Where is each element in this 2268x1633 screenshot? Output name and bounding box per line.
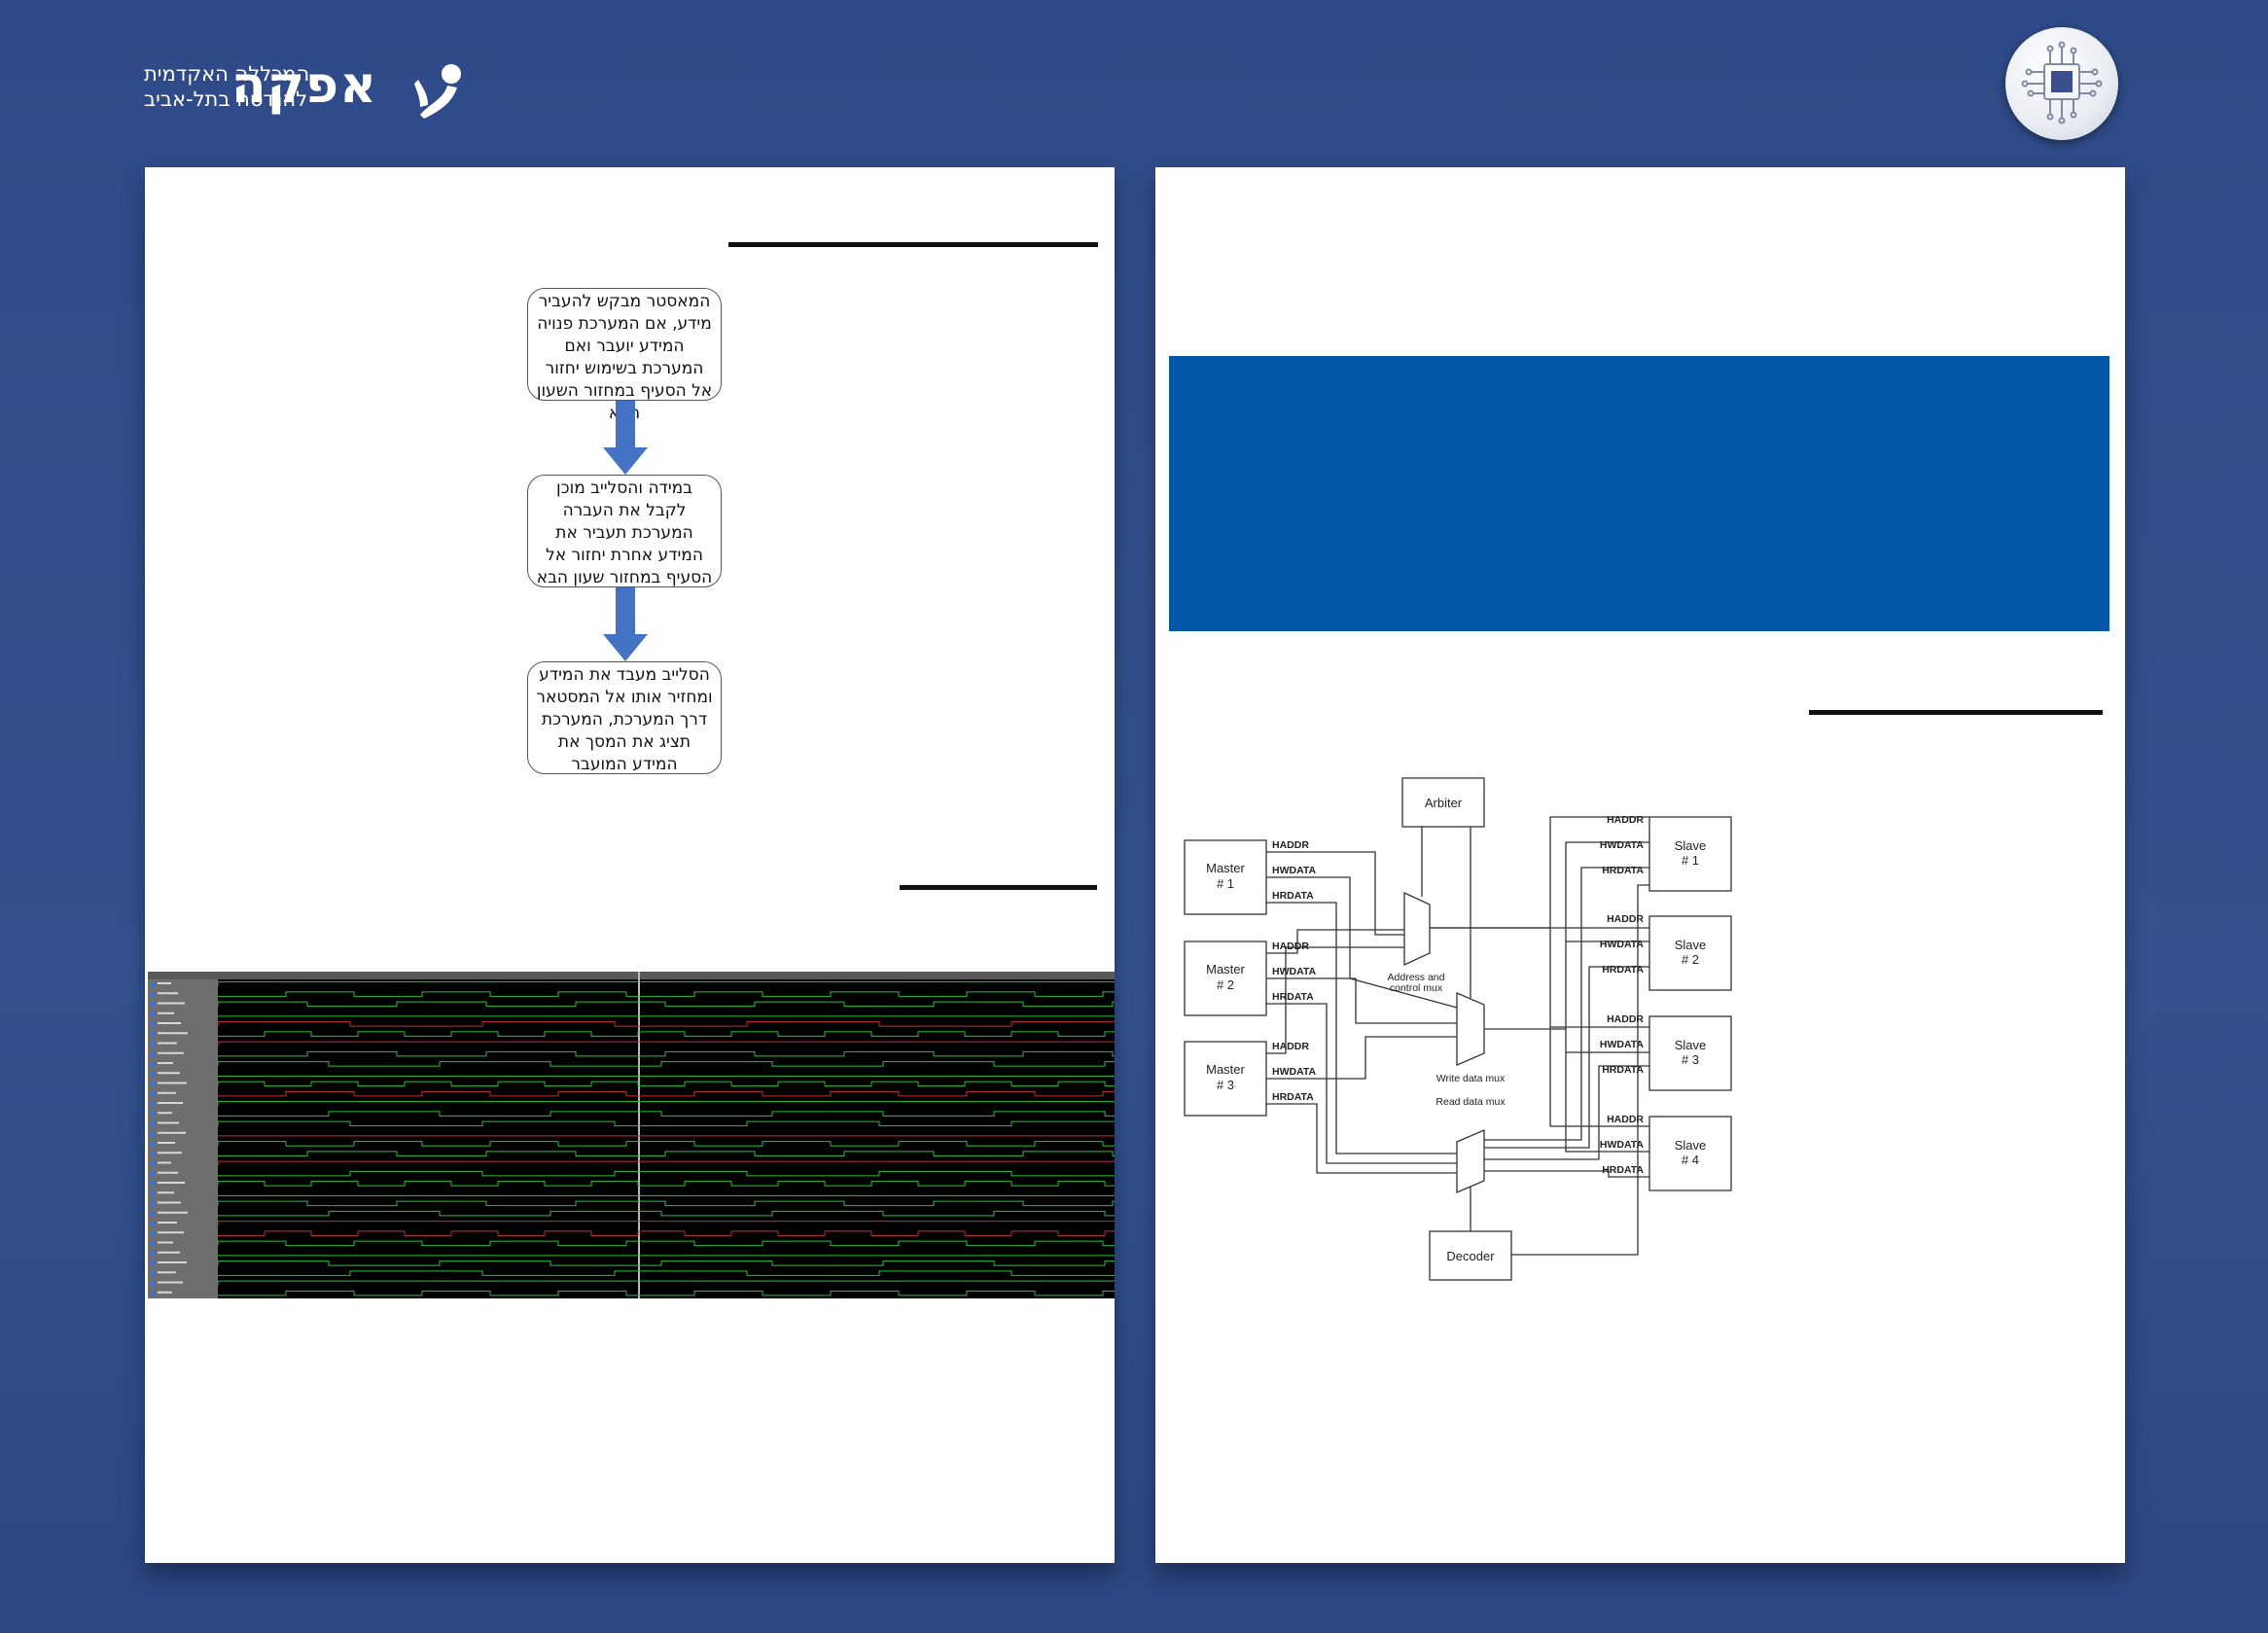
read-mux xyxy=(1456,1129,1485,1193)
slave-label: Slave xyxy=(1675,938,1707,952)
master-label: Master xyxy=(1206,962,1245,976)
arbiter-label: Arbiter xyxy=(1425,796,1463,810)
decoder-label: Decoder xyxy=(1446,1249,1495,1263)
master-num: # 3 xyxy=(1217,1078,1234,1092)
addr-mux-label: control mux xyxy=(1390,982,1443,994)
slave-label: Slave xyxy=(1675,1038,1707,1052)
signal-label: HWDATA xyxy=(1600,839,1645,851)
signal-label: HRDATA xyxy=(1602,964,1644,976)
signal-label: HWDATA xyxy=(1272,1066,1317,1078)
signal-label: HWDATA xyxy=(1600,1039,1645,1050)
signal-label: HRDATA xyxy=(1602,1064,1644,1076)
logo-subtitle-line2: להנדסה בתל-אביב xyxy=(144,88,308,111)
arbiter-box xyxy=(1401,777,1485,828)
heading-rule xyxy=(1809,710,2103,715)
signal-label: HRDATA xyxy=(1272,890,1314,902)
logo-name: אפקה xyxy=(230,56,377,115)
slave-box xyxy=(1648,1015,1732,1091)
signal-label: HADDR xyxy=(1607,1013,1644,1025)
flowchart-step-2: במידה והסלייב מוכן לקבל את העברה המערכת … xyxy=(527,475,722,587)
signal-label: HADDR xyxy=(1272,1041,1309,1052)
signal-label: HADDR xyxy=(1607,814,1644,826)
write-mux xyxy=(1456,992,1485,1066)
heading-rule xyxy=(900,885,1097,890)
slave-box xyxy=(1648,915,1732,991)
signal-label: HRDATA xyxy=(1602,1164,1644,1176)
slave-num: # 4 xyxy=(1682,1153,1699,1167)
signal-label: HADDR xyxy=(1607,1114,1644,1125)
signal-label: HWDATA xyxy=(1600,1139,1645,1151)
signal-label: HADDR xyxy=(1272,941,1309,952)
flowchart-step-1: המאסטר מבקש להעביר מידע, אם המערכת פנויה… xyxy=(527,288,722,423)
slave-label: Slave xyxy=(1675,838,1707,853)
write-mux-label: Write data mux xyxy=(1436,1073,1506,1084)
slave-label: Slave xyxy=(1675,1138,1707,1153)
slave-num: # 1 xyxy=(1682,853,1699,868)
slave-box xyxy=(1648,816,1732,892)
chip-emblem-icon xyxy=(2005,27,2118,140)
master-num: # 2 xyxy=(1217,977,1234,992)
read-mux-label: Read data mux xyxy=(1435,1096,1506,1108)
signal-label: HADDR xyxy=(1607,913,1644,925)
heading-rule xyxy=(728,242,1098,247)
afeka-logo: המכללה האקדמית להנדסה בתל-אביב אפקה xyxy=(144,54,465,128)
logo-subtitle-line1: המכללה האקדמית xyxy=(144,62,310,86)
master-label: Master xyxy=(1206,1062,1245,1077)
slave-num: # 3 xyxy=(1682,1052,1699,1067)
signal-label: HRDATA xyxy=(1272,1091,1314,1103)
master-label: Master xyxy=(1206,861,1245,875)
down-arrow-icon xyxy=(603,587,648,661)
signal-label: HWDATA xyxy=(1272,865,1317,876)
down-arrow-icon xyxy=(603,401,648,475)
address-mux xyxy=(1403,891,1431,967)
signal-name-column xyxy=(148,972,218,1298)
waveform-screenshot xyxy=(148,972,1115,1298)
addr-mux-label: Address and xyxy=(1388,972,1445,983)
blue-banner xyxy=(1169,356,2109,631)
master-num: # 1 xyxy=(1217,876,1234,891)
signal-label: HWDATA xyxy=(1600,939,1645,950)
slave-num: # 2 xyxy=(1682,952,1699,967)
slave-box xyxy=(1648,1116,1732,1191)
signal-label: HADDR xyxy=(1272,839,1309,851)
signal-label: HWDATA xyxy=(1272,966,1317,977)
signal-label: HRDATA xyxy=(1272,991,1314,1003)
ahb-bus-diagram: Arbiter Decoder Master # 1 Master # 2 Ma… xyxy=(1184,777,1732,1281)
flowchart-step-3: הסלייב מעבד את המידע ומחזיר אותו אל המסט… xyxy=(527,661,722,774)
signal-label: HRDATA xyxy=(1602,865,1644,876)
logo-mark-icon xyxy=(414,64,461,119)
